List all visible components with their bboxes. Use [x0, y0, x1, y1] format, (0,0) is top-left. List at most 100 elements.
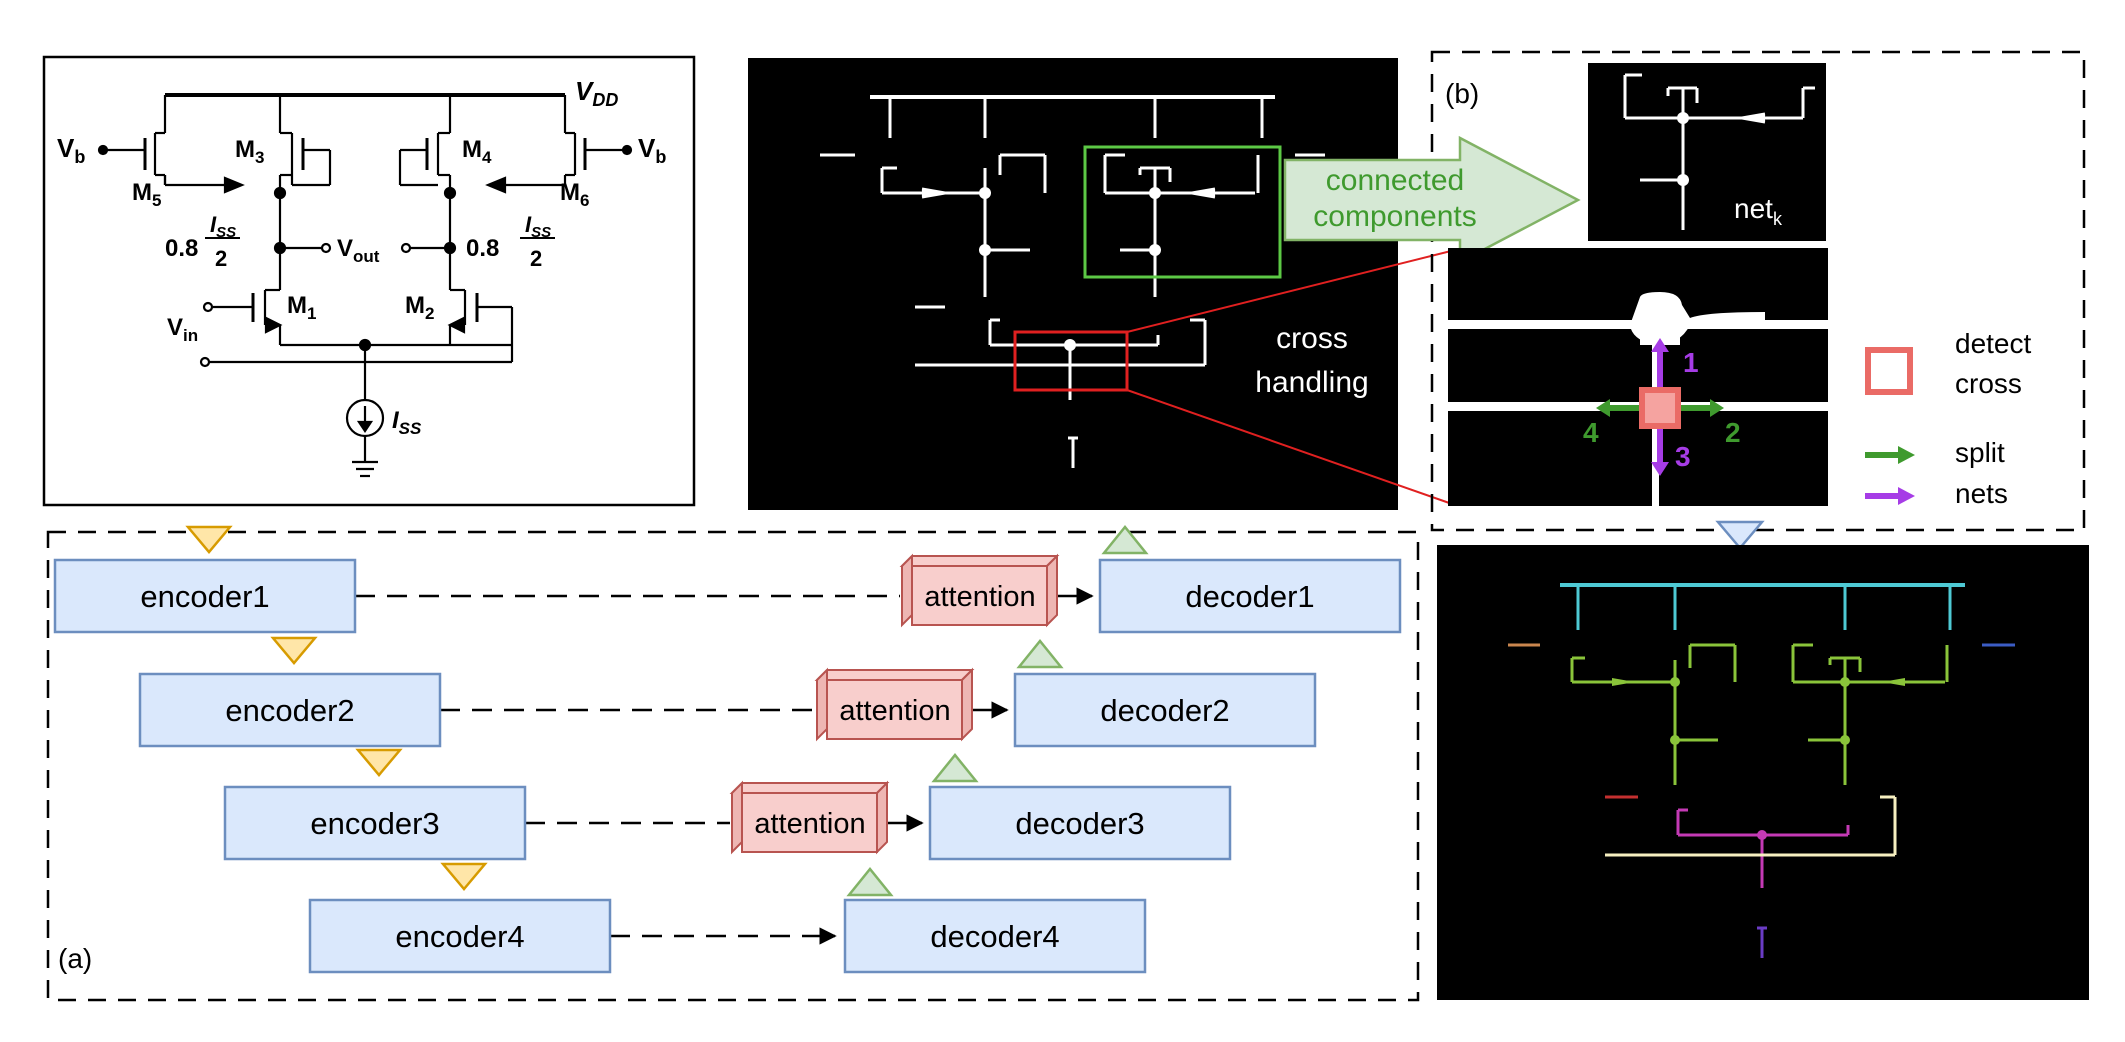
encoder-2-box	[138, 672, 442, 748]
up-arrow-3-icon	[846, 867, 894, 897]
down-arrow-1-icon	[270, 636, 318, 665]
direction-2-label: 2	[1725, 417, 1741, 448]
cc-label-line-1: connected	[1326, 164, 1464, 197]
decoder-4-box	[843, 898, 1147, 974]
svg-text:M6: M6	[560, 179, 589, 210]
output-down-arrow-icon	[1715, 520, 1765, 550]
iss-frac-left-sub: SS	[216, 224, 236, 241]
svg-text:M5: M5	[132, 179, 161, 210]
svg-text:Vin: Vin	[167, 314, 198, 345]
circuit-labels: VDD Vb Vb M3 M4 M5 M6 M1 M2 0.8 0.8 ISS …	[57, 76, 666, 438]
m4-sub: 4	[482, 148, 492, 167]
encoder-3-label: encoder3	[310, 806, 439, 841]
coef-left: 0.8	[165, 235, 198, 262]
direction-1-label: 1	[1683, 347, 1699, 378]
colored-nets-image	[1437, 545, 2089, 1000]
cross-handling-label-2: handling	[1255, 366, 1368, 399]
cross-detection-marker: 1 2 3 4	[1583, 338, 1741, 476]
m5-sub: 5	[152, 191, 161, 210]
detect-cross-legend-icon	[1865, 347, 1913, 395]
vb-right-label: V	[638, 133, 656, 163]
iss-frac-right-sub: SS	[531, 224, 551, 241]
net-input	[1605, 795, 1897, 857]
svg-text:Vb: Vb	[638, 133, 666, 167]
upsample-markers	[846, 525, 1149, 897]
iss-frac-right-num: I	[525, 212, 532, 237]
svg-text:Vb: Vb	[57, 133, 85, 167]
vout-sub: out	[353, 247, 380, 266]
up-arrow-1-icon	[1016, 639, 1064, 669]
decoder-2-label: decoder2	[1100, 693, 1229, 728]
iss-label: I	[392, 407, 400, 434]
net-ground	[1757, 926, 1767, 958]
m4-label: M	[462, 136, 482, 163]
legend-detect-line-2: cross	[1955, 368, 2022, 399]
down-arrow-3-icon	[440, 862, 488, 891]
vb-right-sub: b	[655, 147, 666, 167]
direction-3-label: 3	[1675, 441, 1691, 472]
net-k-label: net	[1734, 193, 1773, 224]
downsample-markers	[185, 525, 488, 891]
m6-sub: 6	[580, 191, 589, 210]
skeleton-image: cross handling	[748, 58, 1398, 510]
attention-1-label: attention	[924, 581, 1035, 613]
down-arrow-input-icon	[185, 525, 233, 554]
panel-b-label: (b)	[1445, 78, 1479, 109]
attention-to-decoder-arrows	[885, 587, 1094, 832]
cc-label-line-2: components	[1313, 200, 1476, 233]
legend-detect-line-1: detect	[1955, 328, 2031, 359]
svg-text:Vout: Vout	[337, 235, 380, 266]
svg-text:ISS: ISS	[210, 212, 236, 241]
iss-frac-left-num: I	[210, 212, 217, 237]
m3-label: M	[235, 136, 255, 163]
coef-right: 0.8	[466, 235, 499, 262]
vb-left-label: V	[57, 133, 75, 163]
iss-frac-right-den: 2	[530, 246, 542, 271]
decoder-1-box	[1098, 558, 1402, 634]
iss-sub: SS	[399, 419, 422, 438]
skip-connections	[355, 594, 900, 945]
legend-split: split	[1955, 437, 2005, 468]
svg-text:VDD: VDD	[575, 76, 618, 110]
direction-4-label: 4	[1583, 417, 1599, 448]
vdd-sub: DD	[592, 90, 618, 110]
encoder-1-box	[53, 558, 357, 634]
decoder-3-box	[928, 785, 1232, 861]
decoder-1-label: decoder1	[1185, 579, 1314, 614]
decoder-3-label: decoder3	[1015, 806, 1144, 841]
m2-label: M	[405, 292, 425, 319]
attention-block-3: attention	[729, 780, 890, 855]
attention-block-1: attention	[899, 553, 1060, 628]
decoder-2-box	[1013, 672, 1317, 748]
svg-text:netk: netk	[1734, 193, 1783, 229]
legend-nets: nets	[1955, 478, 2008, 509]
svg-text:M3: M3	[235, 136, 264, 167]
attention-3-label: attention	[754, 808, 865, 840]
panel-a-frame	[46, 530, 1420, 1002]
iss-frac-left-den: 2	[215, 246, 227, 271]
m6-label: M	[560, 179, 580, 206]
attention-block-2: attention	[814, 667, 975, 742]
vb-left-sub: b	[74, 147, 85, 167]
decoder-4-label: decoder4	[930, 919, 1059, 954]
up-arrow-output-icon	[1101, 525, 1149, 555]
vout-label: V	[337, 235, 353, 262]
net-k-sub: k	[1773, 209, 1783, 229]
encoder-4-box	[308, 898, 612, 974]
zoom-line-bottom	[1126, 389, 1456, 506]
down-arrow-2-icon	[355, 748, 403, 777]
svg-text:M1: M1	[287, 292, 316, 323]
up-arrow-2-icon	[931, 753, 979, 783]
encoder-4-label: encoder4	[395, 919, 524, 954]
net-k-image: netk	[1588, 63, 1826, 241]
vin-sub: in	[183, 326, 198, 345]
cross-region-highlight-box	[1013, 330, 1129, 392]
encoder-3-box	[223, 785, 527, 861]
m5-label: M	[132, 179, 152, 206]
panel-b-legend: detect cross split nets	[1865, 328, 2031, 509]
svg-text:M2: M2	[405, 292, 434, 323]
zoom-line-top	[1126, 249, 1456, 333]
attention-blocks: attention attention attention	[729, 553, 1060, 855]
